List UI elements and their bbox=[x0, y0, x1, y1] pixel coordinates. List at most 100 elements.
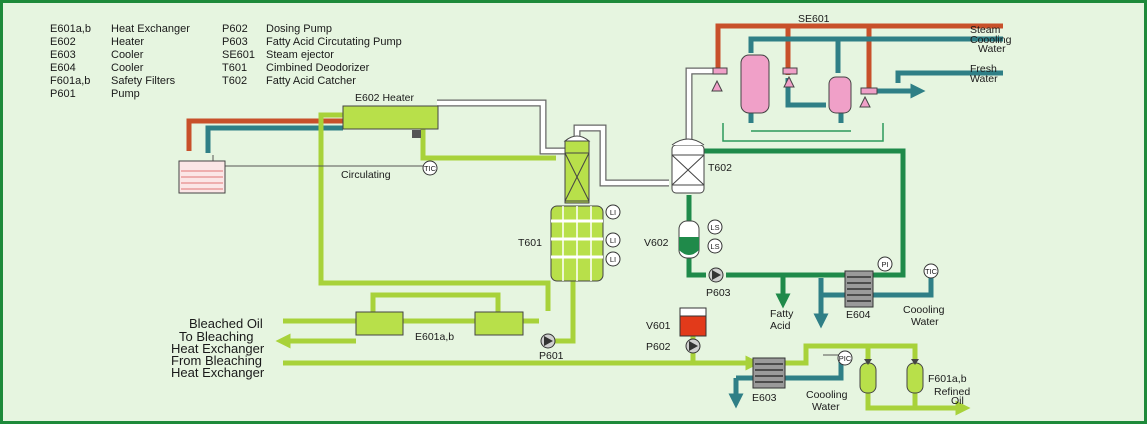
label-fresh-water: Water bbox=[970, 73, 998, 85]
v601-dosing-tank bbox=[679, 307, 707, 337]
e604-return bbox=[699, 148, 906, 278]
legend-tag-e604: E604 bbox=[50, 62, 76, 74]
refined-oil-out bbox=[865, 393, 971, 416]
e603-cooler bbox=[752, 357, 786, 389]
li-gauge-1: LI bbox=[605, 204, 621, 220]
label-circulating: Circulating bbox=[341, 169, 391, 181]
vapor-lines bbox=[437, 67, 713, 187]
fresh-water-line bbox=[895, 70, 1003, 83]
vapor-line-heater bbox=[437, 99, 565, 155]
e603-to-filters bbox=[785, 343, 918, 366]
legend-tag-e603: E603 bbox=[50, 49, 76, 61]
svg-text:PIC: PIC bbox=[839, 354, 852, 363]
label-v602: V602 bbox=[644, 237, 669, 249]
label-t602: T602 bbox=[708, 162, 732, 174]
legend-col1: E601a,b Heat Exchanger E602 Heater E603 … bbox=[50, 23, 190, 100]
label-t601: T601 bbox=[518, 237, 542, 249]
legend-desc-p602: Dosing Pump bbox=[266, 23, 332, 35]
legend-desc-t602: Fatty Acid Catcher bbox=[266, 75, 356, 87]
label-e602: E602 Heater bbox=[355, 92, 414, 104]
p602-pump-icon bbox=[685, 338, 701, 354]
p603-pump-icon bbox=[708, 267, 724, 283]
ls-gauge-2: LS bbox=[707, 238, 723, 254]
steam-lines bbox=[186, 23, 1003, 151]
ejector-link-1 bbox=[785, 78, 826, 108]
label-e603: E603 bbox=[752, 392, 777, 404]
svg-text:TIC: TIC bbox=[925, 267, 938, 276]
oil-lines bbox=[275, 112, 971, 416]
label-p601: P601 bbox=[539, 350, 564, 362]
label-from-bleaching: From Bleaching bbox=[171, 353, 262, 368]
label-refined: Refined bbox=[934, 386, 970, 398]
e602-heater bbox=[342, 105, 439, 138]
tic-signal bbox=[212, 155, 423, 167]
instruments: TIC LI LI LI LS LS PI TIC bbox=[422, 160, 939, 366]
label-fatty: Fatty bbox=[770, 308, 794, 320]
legend-tag-t601: T601 bbox=[222, 62, 247, 74]
legend-desc-e603: Cooler bbox=[111, 49, 144, 61]
steam-line-heater bbox=[186, 118, 343, 151]
label-top-water1: Coooling bbox=[970, 34, 1012, 46]
e604-cooler bbox=[844, 270, 874, 308]
e603-water-in bbox=[785, 361, 844, 381]
legend-tag-p601: P601 bbox=[50, 88, 76, 100]
label-e604-water1: Coooling bbox=[903, 304, 945, 316]
legend-desc-e604: Cooler bbox=[111, 62, 144, 74]
v602-vessel bbox=[678, 220, 700, 259]
li-gauge-3: LI bbox=[605, 251, 621, 267]
exchanger-interlink bbox=[370, 292, 501, 313]
equipment-labels: E602 Heater Circulating T601 T602 V602 P… bbox=[341, 13, 1012, 413]
legend-desc-e602: Heater bbox=[111, 36, 144, 48]
label-fresh: Fresh bbox=[970, 63, 997, 75]
steam-header bbox=[715, 23, 1003, 73]
water-line-heater bbox=[205, 125, 343, 153]
vapor-line-t602 bbox=[685, 67, 713, 143]
label-se601: SE601 bbox=[798, 13, 830, 25]
svg-text:LI: LI bbox=[610, 255, 616, 264]
label-to-bleaching-hx: Heat Exchanger bbox=[171, 341, 265, 356]
label-top-water2: Water bbox=[978, 43, 1006, 55]
cooling-water-header bbox=[748, 36, 1003, 53]
tic-e604-gauge: TIC bbox=[923, 263, 939, 279]
legend-tag-p602: P602 bbox=[222, 23, 248, 35]
legend-desc-p601: Pump bbox=[111, 88, 140, 100]
legend-col2: P602 Dosing Pump P603 Fatty Acid Circuta… bbox=[222, 23, 402, 87]
legend-tag-se601: SE601 bbox=[222, 49, 255, 61]
legend-tag-f601: F601a,b bbox=[50, 75, 90, 87]
legend-desc-e601: Heat Exchanger bbox=[111, 23, 190, 35]
e601-exchangers bbox=[355, 311, 524, 336]
label-e604: E604 bbox=[846, 309, 871, 321]
legend-tag-e602: E602 bbox=[50, 36, 76, 48]
pic-gauge: PIC bbox=[837, 350, 853, 366]
label-refined-oil: Oil bbox=[951, 395, 964, 407]
water-lines bbox=[205, 36, 1003, 409]
p601-pump-icon bbox=[540, 333, 556, 349]
legend-desc-se601: Steam ejector bbox=[266, 49, 334, 61]
stream-labels: Bleached Oil To Bleaching Heat Exchanger… bbox=[171, 316, 265, 380]
oil-loop-heater bbox=[318, 112, 551, 311]
li-gauge-2: LI bbox=[605, 232, 621, 248]
label-p603: P603 bbox=[706, 287, 731, 299]
fatty-acid-lines bbox=[686, 148, 906, 309]
legend-tag-t602: T602 bbox=[222, 75, 247, 87]
label-v601: V601 bbox=[646, 320, 671, 332]
t602-catcher bbox=[671, 138, 705, 194]
t601-deodorizer bbox=[550, 135, 604, 282]
label-e603-water1: Coooling bbox=[806, 389, 848, 401]
label-to-bleaching: To Bleaching bbox=[179, 329, 253, 344]
e604-water-in bbox=[873, 275, 934, 298]
svg-text:LI: LI bbox=[610, 236, 616, 245]
label-steam: Steam bbox=[970, 24, 1001, 36]
legend-tag-p603: P603 bbox=[222, 36, 248, 48]
label-acid: Acid bbox=[770, 320, 791, 332]
pi-gauge: PI bbox=[877, 256, 893, 272]
v602-to-p603 bbox=[686, 258, 706, 278]
diagram-canvas: E601a,b Heat Exchanger E602 Heater E603 … bbox=[50, 13, 1012, 416]
label-p602: P602 bbox=[646, 341, 671, 353]
label-e603-water2: Water bbox=[812, 401, 840, 413]
label-e601: E601a,b bbox=[415, 331, 454, 343]
oil-heater-to-t601 bbox=[420, 128, 556, 161]
legend-desc-p603: Fatty Acid Circutating Pump bbox=[266, 36, 402, 48]
svg-text:TIC: TIC bbox=[424, 164, 437, 173]
